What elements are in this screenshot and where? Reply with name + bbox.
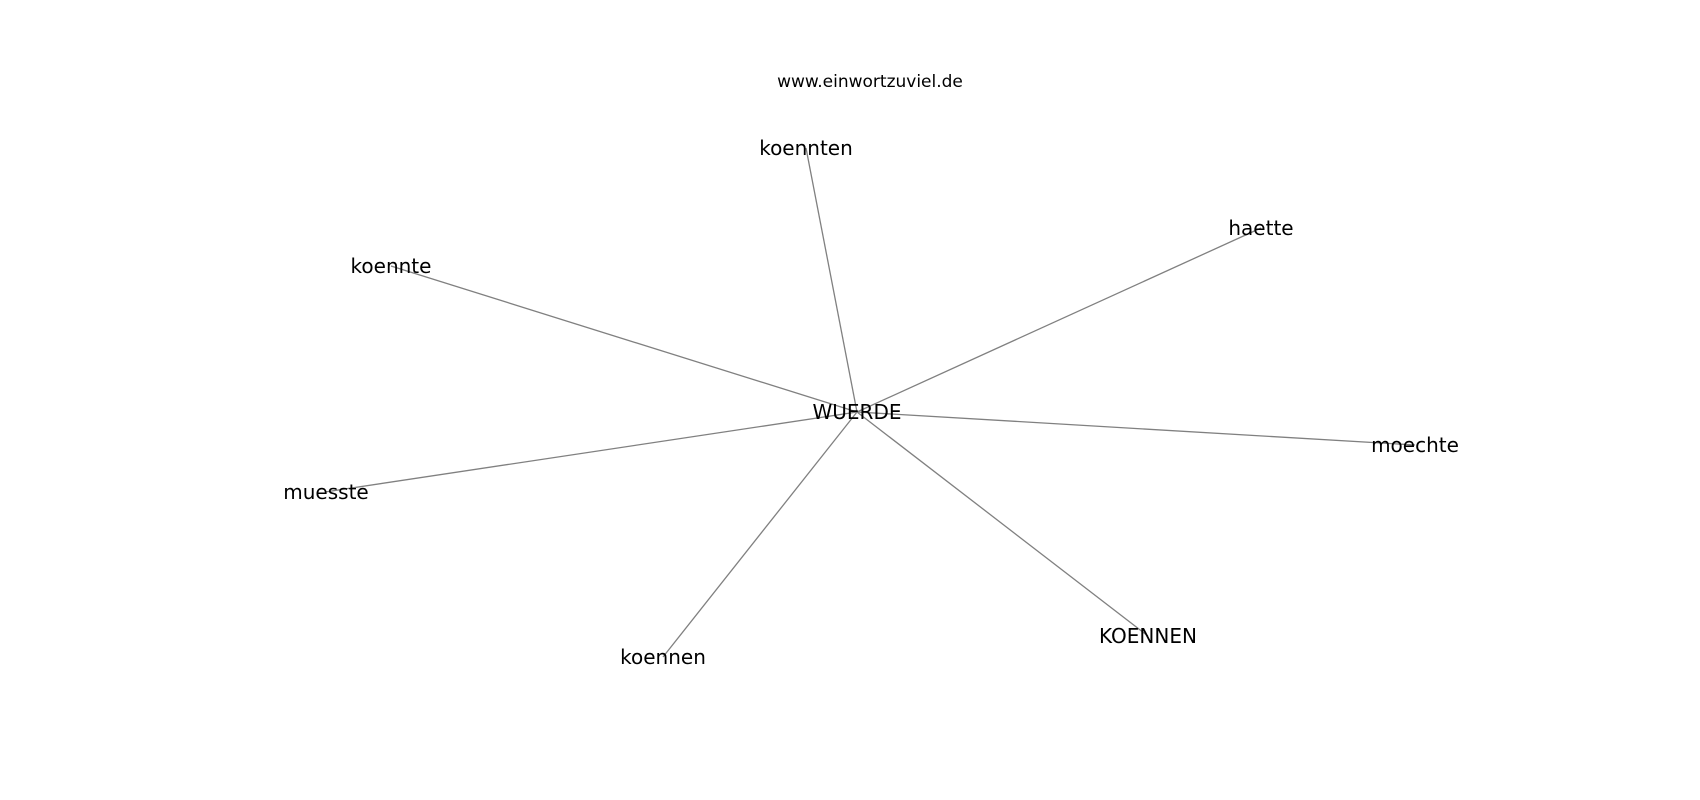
node-muesste: muesste <box>283 480 368 504</box>
edge-wuerde-koennte <box>390 265 858 413</box>
edge-wuerde-koennen-upper <box>856 411 1149 637</box>
nodes-group: WUERDE koennten haette koennte moechte m… <box>283 136 1459 669</box>
edge-wuerde-koennten <box>805 147 858 413</box>
edge-wuerde-muesste <box>324 411 858 493</box>
edge-wuerde-koennen <box>662 411 858 658</box>
node-koennten: koennten <box>759 136 853 160</box>
node-koennte: koennte <box>351 254 432 278</box>
edge-wuerde-haette <box>856 227 1262 413</box>
node-wuerde: WUERDE <box>813 400 902 424</box>
edges-group <box>324 147 1416 658</box>
source-url: www.einwortzuviel.de <box>777 72 963 92</box>
node-moechte: moechte <box>1371 433 1459 457</box>
edge-wuerde-moechte <box>856 411 1416 446</box>
node-koennen: koennen <box>620 645 706 669</box>
node-haette: haette <box>1228 216 1293 240</box>
node-koennen-upper: KOENNEN <box>1099 624 1197 648</box>
